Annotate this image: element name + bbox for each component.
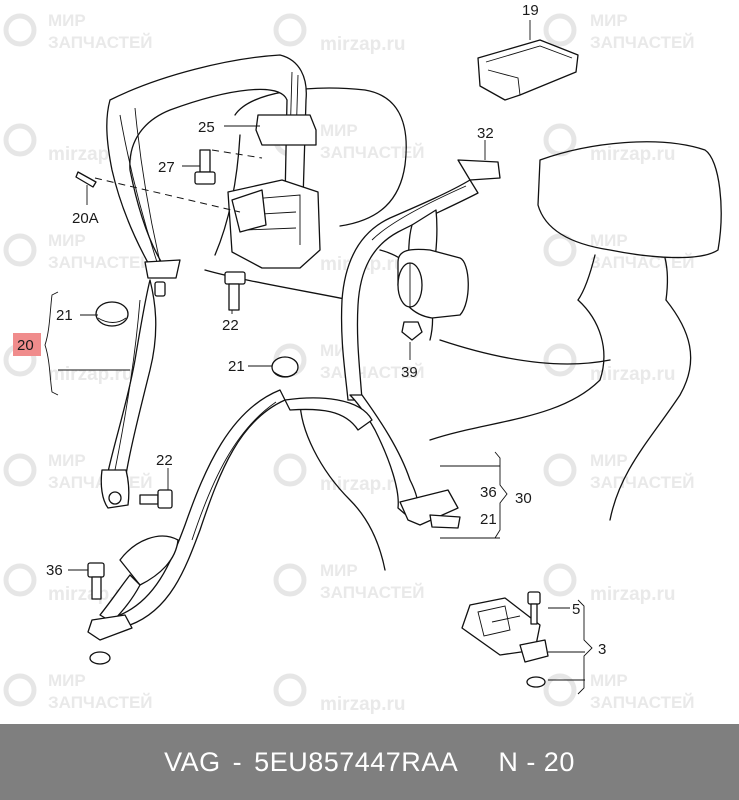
svg-text:mirzap.ru: mirzap.ru (590, 364, 676, 385)
callout-36-right: 36 (480, 484, 497, 501)
callout-27: 27 (158, 159, 175, 176)
pin-20a (75, 171, 97, 188)
svg-text:МИР: МИР (590, 671, 628, 690)
watermark: МИР ЗАПЧАСТЕЙ (3, 231, 153, 272)
callout-36-left: 36 (46, 562, 63, 579)
rear-seat-belt (100, 54, 307, 509)
svg-text:ЗАПЧАСТЕЙ: ЗАПЧАСТЕЙ (48, 253, 153, 272)
callout-30: 30 (515, 490, 532, 507)
watermark: mirzap.ru (273, 13, 406, 55)
svg-text:mirzap.ru: mirzap.ru (48, 364, 134, 385)
buckle-assembly (461, 591, 549, 688)
cap-21-upper (95, 301, 129, 327)
callout-32: 32 (477, 125, 494, 142)
callout-5: 5 (572, 601, 580, 618)
watermark: mirzap.ru (273, 673, 406, 715)
svg-text:ЗАПЧАСТЕЙ: ЗАПЧАСТЕЙ (48, 473, 153, 492)
svg-text:МИР: МИР (590, 231, 628, 250)
part-number: 5EU857447RAA (254, 746, 459, 777)
watermark: МИР ЗАПЧАСТЕЙ (3, 671, 153, 712)
svg-text:mirzap.ru: mirzap.ru (320, 474, 406, 495)
callout-25: 25 (198, 119, 215, 136)
watermark: mirzap.ru (543, 563, 676, 605)
bolt-27 (194, 149, 216, 185)
watermark: МИР ЗАПЧАСТЕЙ (273, 561, 425, 602)
svg-text:МИР: МИР (48, 231, 86, 250)
seatbelt-parts-diagram: МИР ЗАПЧАСТЕЙ mirzap.ru МИР ЗАПЧАСТЕЙ mi… (3, 2, 722, 715)
belt-guide-19 (477, 39, 579, 101)
callout-22-upper: 22 (222, 317, 239, 334)
front-seat-belt (87, 159, 501, 665)
watermark: МИР ЗАПЧАСТЕЙ (543, 451, 695, 492)
svg-text:ЗАПЧАСТЕЙ: ЗАПЧАСТЕЙ (320, 583, 425, 602)
part-number-footer: VAG - 5EU857447RAA N - 20 (0, 724, 739, 800)
svg-text:ЗАПЧАСТЕЙ: ЗАПЧАСТЕЙ (320, 143, 425, 162)
svg-text:mirzap.ru: mirzap.ru (590, 584, 676, 605)
bracket-20 (44, 291, 59, 396)
callout-22-lower: 22 (156, 452, 173, 469)
svg-text:mirzap.ru: mirzap.ru (590, 144, 676, 165)
watermark: mirzap.ru (273, 453, 406, 495)
belt-retractor (94, 114, 321, 269)
watermark: МИР ЗАПЧАСТЕЙ (3, 11, 153, 52)
svg-text:МИР: МИР (48, 11, 86, 30)
svg-text:МИР: МИР (320, 561, 358, 580)
svg-text:МИР: МИР (590, 451, 628, 470)
highlight-20 (13, 333, 41, 356)
svg-text:ЗАПЧАСТЕЙ: ЗАПЧАСТЕЙ (590, 473, 695, 492)
svg-text:mirzap.ru: mirzap.ru (320, 34, 406, 55)
svg-text:ЗАПЧАСТЕЙ: ЗАПЧАСТЕЙ (48, 33, 153, 52)
leader-lines (58, 20, 585, 681)
cap-21-middle (271, 356, 299, 378)
callout-21-upper: 21 (56, 307, 73, 324)
svg-text:ЗАПЧАСТЕЙ: ЗАПЧАСТЕЙ (590, 33, 695, 52)
svg-text:ЗАПЧАСТЕЙ: ЗАПЧАСТЕЙ (48, 693, 153, 712)
callout-3: 3 (598, 641, 606, 658)
callout-20: 20 (17, 337, 34, 354)
front-seat-outline (299, 141, 722, 571)
callout-39: 39 (401, 364, 418, 381)
svg-text:ЗАПЧАСТЕЙ: ЗАПЧАСТЕЙ (590, 693, 695, 712)
watermark: МИР ЗАПЧАСТЕЙ (543, 11, 695, 52)
watermark: МИР ЗАПЧАСТЕЙ (543, 671, 695, 712)
callout-20a: 20A (72, 210, 99, 227)
svg-text:МИР: МИР (590, 11, 628, 30)
callout-19: 19 (522, 2, 539, 19)
svg-text:mirzap.ru: mirzap.ru (320, 694, 406, 715)
watermark: МИР ЗАПЧАСТЕЙ (3, 451, 153, 492)
bolt-22-lower (139, 489, 173, 509)
bracket-30 (494, 451, 508, 539)
watermark: mirzap.ru (543, 123, 676, 165)
footer-dash: - (232, 746, 243, 777)
svg-text:МИР: МИР (48, 451, 86, 470)
bolt-22-upper (224, 271, 246, 311)
svg-text:МИР: МИР (320, 121, 358, 140)
bracket-3 (577, 599, 593, 695)
callout-21-middle: 21 (228, 358, 245, 375)
callout-21-right: 21 (480, 511, 497, 528)
svg-text:МИР: МИР (48, 671, 86, 690)
watermark: mirzap.ru (543, 343, 676, 385)
brand-label: VAG (164, 746, 221, 777)
reference-label: N - 20 (498, 746, 575, 777)
